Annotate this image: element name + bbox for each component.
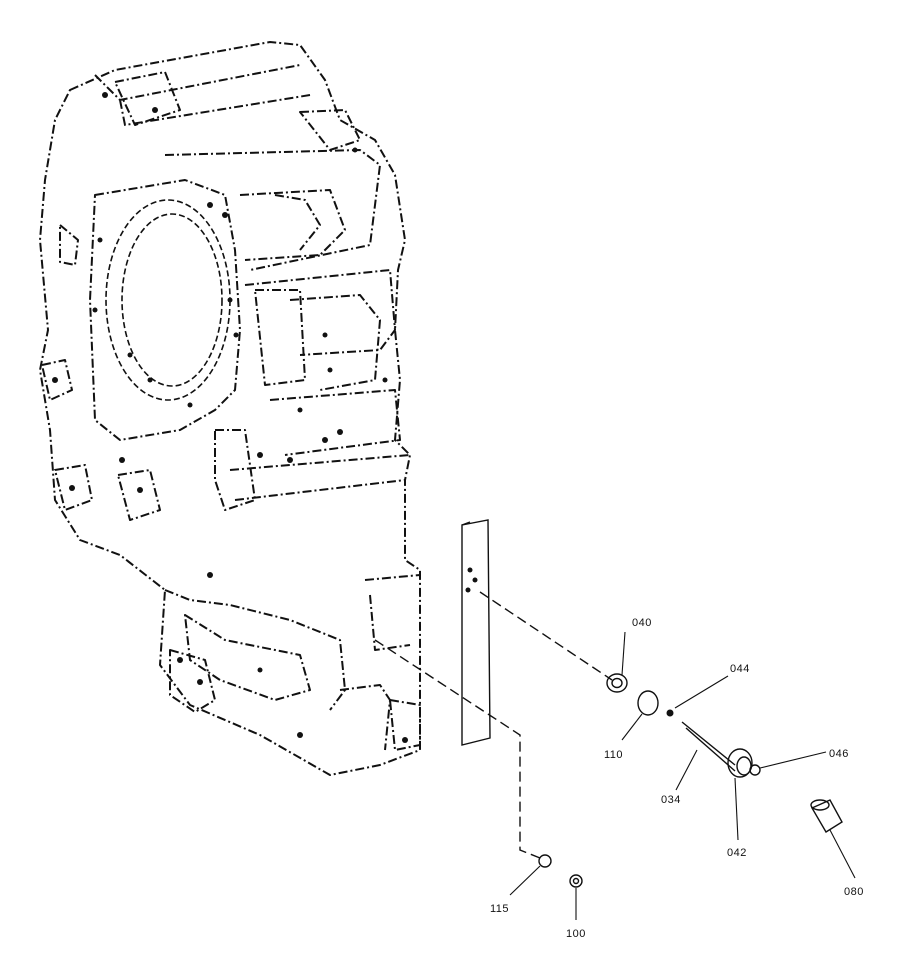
callout-042: 042 — [727, 847, 747, 859]
part-034-valve-stem — [681, 721, 736, 772]
callout-080: 080 — [844, 886, 864, 898]
part-046-retainer — [749, 764, 761, 776]
callout-labels: 040 044 110 034 046 042 080 115 100 — [490, 617, 864, 940]
transmission-housing — [39, 41, 421, 776]
callout-100: 100 — [566, 928, 586, 940]
callout-040: 040 — [632, 617, 652, 629]
part-110-o-ring — [637, 690, 659, 716]
part-100-plug — [569, 874, 583, 888]
cover-plate — [461, 519, 491, 746]
leader-lines — [509, 631, 856, 920]
part-040-seal — [606, 673, 628, 693]
callout-046: 046 — [829, 748, 849, 760]
callout-034: 034 — [661, 794, 681, 806]
callout-115: 115 — [490, 903, 509, 915]
housing-bolts — [52, 92, 408, 743]
callout-044: 044 — [730, 663, 750, 675]
assembly-lines — [374, 591, 613, 859]
callout-110: 110 — [604, 749, 623, 761]
part-080-plug — [810, 799, 843, 833]
part-044-ball — [666, 709, 674, 717]
part-115-o-ring — [538, 854, 552, 868]
